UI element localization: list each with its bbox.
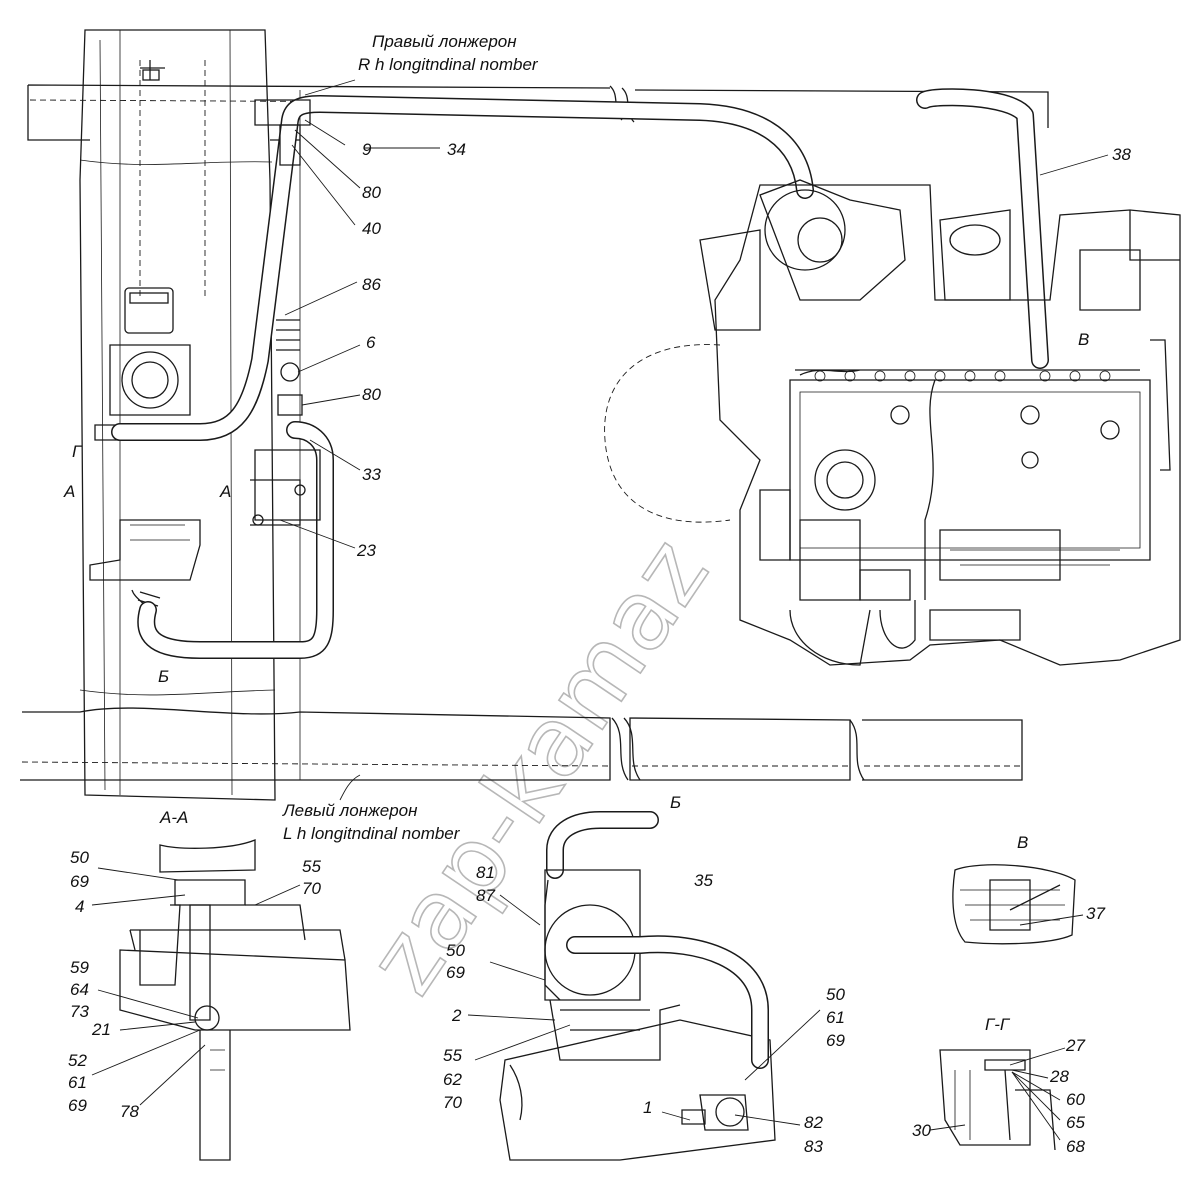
- section-mark-a-right: А: [219, 482, 231, 501]
- callout-aa-73: 73: [70, 1002, 89, 1021]
- callout-b-82: 82: [804, 1113, 823, 1132]
- callout-aa-64: 64: [70, 980, 89, 999]
- callout-b-87: 87: [476, 886, 495, 905]
- callout-23: 23: [356, 541, 376, 560]
- section-b-title: Б: [670, 793, 681, 812]
- section-b: [499, 811, 776, 1161]
- callout-86: 86: [362, 275, 381, 294]
- callout-aa-69: 69: [70, 872, 89, 891]
- callout-34: 34: [447, 140, 466, 159]
- pipes-main: [111, 88, 1049, 659]
- callout-aa-61: 61: [68, 1073, 87, 1092]
- callout-9: 9: [362, 140, 372, 159]
- callout-aa-52: 52: [68, 1051, 87, 1070]
- callout-b-1: 1: [643, 1098, 652, 1117]
- section-mark-a-left: А: [63, 482, 75, 501]
- callout-aa-59: 59: [70, 958, 89, 977]
- section-mark-b: Б: [158, 667, 169, 686]
- engine-block: [604, 179, 1181, 666]
- callout-v-37: 37: [1086, 904, 1105, 923]
- callout-6: 6: [366, 333, 376, 352]
- callout-b-50: 50: [446, 941, 465, 960]
- callout-aa-21: 21: [91, 1020, 111, 1039]
- callout-aa-4: 4: [75, 897, 84, 916]
- left-rail-caption-ru: Левый лонжерон: [282, 801, 418, 820]
- callout-gg-68: 68: [1066, 1137, 1085, 1156]
- callout-b-70: 70: [443, 1093, 462, 1112]
- callout-b-69: 69: [446, 963, 465, 982]
- view-mark-v: В: [1078, 330, 1089, 349]
- callout-b-81: 81: [476, 863, 495, 882]
- right-rail-caption-ru: Правый лонжерон: [372, 32, 517, 51]
- callout-aa-50: 50: [70, 848, 89, 867]
- callout-80-mid: 80: [362, 385, 381, 404]
- section-aa-title: А-А: [159, 808, 188, 827]
- section-gg: [939, 1049, 1056, 1151]
- callout-b-2: 2: [451, 1006, 462, 1025]
- section-aa: [119, 839, 351, 1161]
- callout-38: 38: [1112, 145, 1131, 164]
- callout-b-55: 55: [443, 1046, 462, 1065]
- callout-gg-60: 60: [1066, 1090, 1085, 1109]
- callout-gg-27: 27: [1065, 1036, 1085, 1055]
- callout-gg-65: 65: [1066, 1113, 1085, 1132]
- callout-b-83: 83: [804, 1137, 823, 1156]
- leader-lines: [91, 79, 1109, 1141]
- callout-b-69b: 69: [826, 1031, 845, 1050]
- right-rail-caption-en: R h longitndinal nomber: [358, 55, 539, 74]
- callout-b-62: 62: [443, 1070, 462, 1089]
- view-v-title: В: [1017, 833, 1028, 852]
- section-gg-title: Г-Г: [985, 1015, 1011, 1034]
- filter-assembly: [89, 60, 201, 616]
- callout-b-50b: 50: [826, 985, 845, 1004]
- callout-b-35: 35: [694, 871, 713, 890]
- left-rail-caption-en: L h longitndinal nomber: [283, 824, 461, 843]
- callout-aa-69b: 69: [68, 1096, 87, 1115]
- callout-80-top: 80: [362, 183, 381, 202]
- callout-aa-55: 55: [302, 857, 321, 876]
- callout-b-61: 61: [826, 1008, 845, 1027]
- callout-gg-30: 30: [912, 1121, 931, 1140]
- view-v: [952, 864, 1076, 945]
- section-mark-g: Г: [72, 442, 83, 461]
- callout-gg-28: 28: [1049, 1067, 1069, 1086]
- callout-aa-78: 78: [120, 1102, 139, 1121]
- callout-40: 40: [362, 219, 381, 238]
- callout-33: 33: [362, 465, 381, 484]
- callout-aa-70: 70: [302, 879, 321, 898]
